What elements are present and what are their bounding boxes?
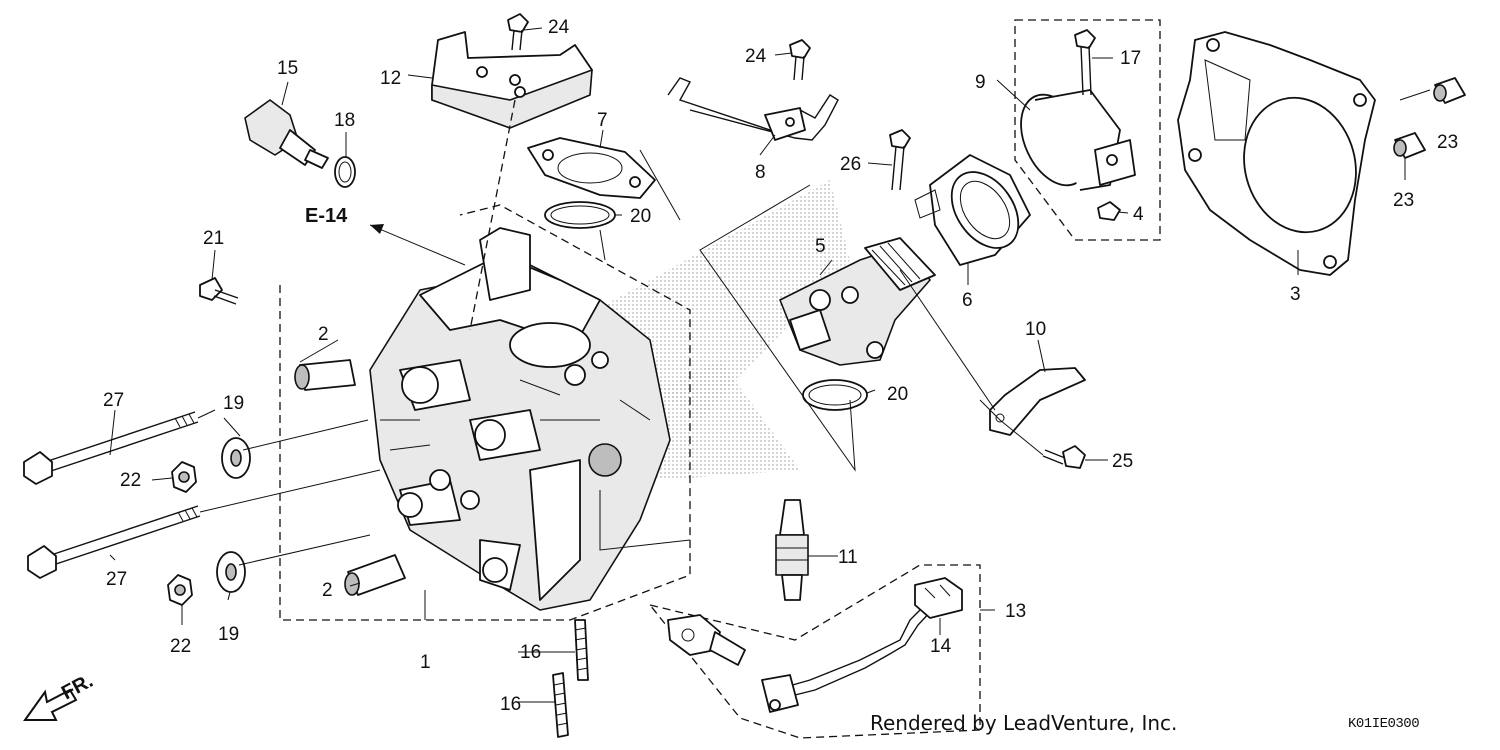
wire-harness[interactable] [761, 604, 933, 713]
callout-19-upper: 19 [223, 393, 244, 414]
callout-24-right: 24 [745, 46, 767, 67]
callout-4: 4 [1133, 204, 1144, 225]
callout-10: 10 [1025, 319, 1046, 340]
stud-bolt-lower[interactable] [27, 505, 201, 579]
callout-22-lower: 22 [170, 636, 191, 657]
dowel-pin-upper[interactable] [294, 359, 356, 391]
front-direction-arrow: FR. [23, 670, 97, 721]
callout-2-upper: 2 [318, 324, 329, 345]
intake-pipe-5[interactable] [779, 237, 936, 366]
callout-6: 6 [962, 290, 973, 311]
callout-27-lower: 27 [106, 569, 127, 590]
callout-15: 15 [277, 58, 298, 79]
callout-26: 26 [840, 154, 861, 175]
cylinder-head-gasket-3[interactable] [1177, 31, 1376, 276]
o-ring-18[interactable] [334, 156, 356, 188]
callout-16-upper: 16 [520, 642, 541, 663]
callout-23-upper: 23 [1437, 132, 1458, 153]
callout-1: 1 [420, 652, 431, 673]
callout-9: 9 [975, 72, 986, 93]
temperature-sensor-15[interactable] [244, 99, 329, 169]
diagram-code: K01IE0300 [1348, 716, 1420, 732]
callout-24-left: 24 [548, 17, 570, 38]
bolt-24-right[interactable] [789, 39, 811, 81]
callout-20-lower: 20 [887, 384, 908, 405]
callout-16-lower: 16 [500, 694, 521, 715]
nut-lower[interactable] [167, 574, 193, 606]
callout-18: 18 [334, 110, 355, 131]
nut-4[interactable] [1097, 201, 1121, 221]
bolt-24-left[interactable] [507, 13, 529, 51]
callout-8: 8 [755, 162, 766, 183]
washer-upper[interactable] [221, 437, 251, 479]
callout-19-lower: 19 [218, 624, 239, 645]
stud-16-lower[interactable] [552, 672, 569, 738]
washer-lower[interactable] [216, 551, 246, 593]
callout-25: 25 [1112, 451, 1133, 472]
head-cover-12[interactable] [431, 31, 593, 129]
o-ring-20-upper[interactable] [544, 201, 616, 229]
bolt-26[interactable] [889, 129, 911, 191]
dowel-pin-lower[interactable] [344, 554, 406, 596]
callout-labels: 1 2 2 3 4 5 6 7 8 9 10 11 12 13 14 15 16… [103, 17, 1458, 715]
dowel-23-upper[interactable] [1433, 77, 1466, 104]
sensor-13[interactable] [667, 614, 746, 666]
reference-label: E-14 [305, 205, 348, 227]
heat-guard-8[interactable] [667, 77, 839, 141]
callout-20-upper: 20 [630, 206, 651, 227]
flange-bolt-21[interactable] [199, 277, 239, 305]
callout-2-lower: 2 [322, 580, 333, 601]
credit-text: Rendered by LeadVenture, Inc. [870, 711, 1178, 735]
reference-arrow-e14: E-14 [305, 205, 466, 266]
callout-23-lower: 23 [1393, 190, 1414, 211]
callout-13: 13 [1005, 601, 1026, 622]
cylinder-head[interactable] [279, 204, 691, 621]
bolt-17[interactable] [1074, 29, 1096, 96]
callout-27-upper: 27 [103, 390, 124, 411]
callout-7: 7 [597, 110, 608, 131]
callout-14: 14 [930, 636, 952, 657]
stud-16-upper[interactable] [574, 619, 589, 681]
callout-3: 3 [1290, 284, 1301, 305]
leader-lines [109, 27, 1431, 703]
o-ring-20-lower[interactable] [802, 379, 868, 411]
clamp-band[interactable] [1008, 84, 1136, 196]
spark-plug-11[interactable] [775, 499, 809, 601]
callout-21: 21 [203, 228, 224, 249]
dowel-23-lower[interactable] [1393, 132, 1426, 159]
callout-11: 11 [838, 547, 858, 568]
nut-upper[interactable] [171, 461, 197, 493]
callout-22-upper: 22 [120, 470, 141, 491]
callout-17: 17 [1120, 48, 1141, 69]
callout-5: 5 [815, 236, 826, 257]
bracket-10[interactable] [989, 367, 1086, 436]
connector-14[interactable] [914, 577, 963, 619]
insulator-gasket-7[interactable] [527, 137, 656, 199]
connector-tube-6[interactable] [914, 154, 1032, 266]
bolt-25[interactable] [1042, 445, 1086, 469]
stud-bolt-upper[interactable] [23, 411, 199, 485]
callout-12: 12 [380, 68, 401, 89]
